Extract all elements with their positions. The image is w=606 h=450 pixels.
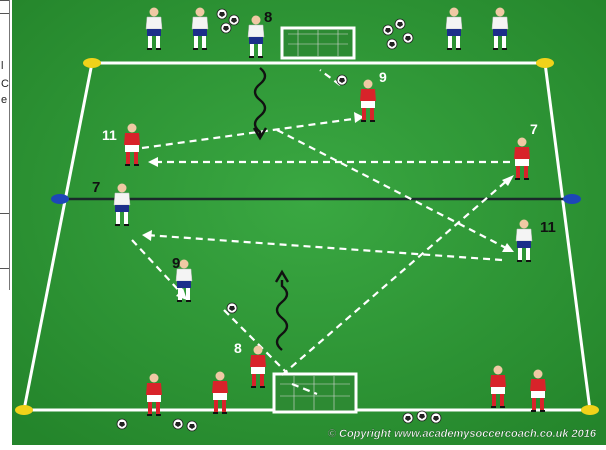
yellow-cone-bottom-left [15, 405, 33, 415]
label-white-right: 11 [540, 219, 556, 236]
label-white-bottom-left: 9 [172, 255, 180, 272]
strip-char-3: e [1, 94, 7, 106]
strip-char-2: C [1, 78, 9, 90]
top-goal [282, 28, 354, 58]
copyright-text: © Copyright www.academysoccercoach.co.uk… [328, 428, 597, 440]
blue-cone-right [563, 194, 581, 204]
label-red-left: 11 [102, 127, 117, 143]
strip-char-1: l [1, 60, 3, 72]
label-red-bottom: 8 [234, 340, 242, 356]
left-edge-strip: l C e [0, 0, 12, 445]
yellow-cone-top-right [536, 58, 554, 68]
soccer-drill-diagram: 8 9 11 7 7 11 9 8 © Copyright www.academ… [12, 0, 606, 445]
blue-cone-left [51, 194, 69, 204]
yellow-cone-top-left [83, 58, 101, 68]
label-white-left: 7 [92, 179, 100, 196]
strip-divider [9, 0, 10, 290]
label-red-top: 9 [379, 69, 387, 85]
yellow-cone-bottom-right [581, 405, 599, 415]
label-red-right: 7 [530, 121, 538, 137]
label-top-striker: 8 [264, 9, 272, 26]
